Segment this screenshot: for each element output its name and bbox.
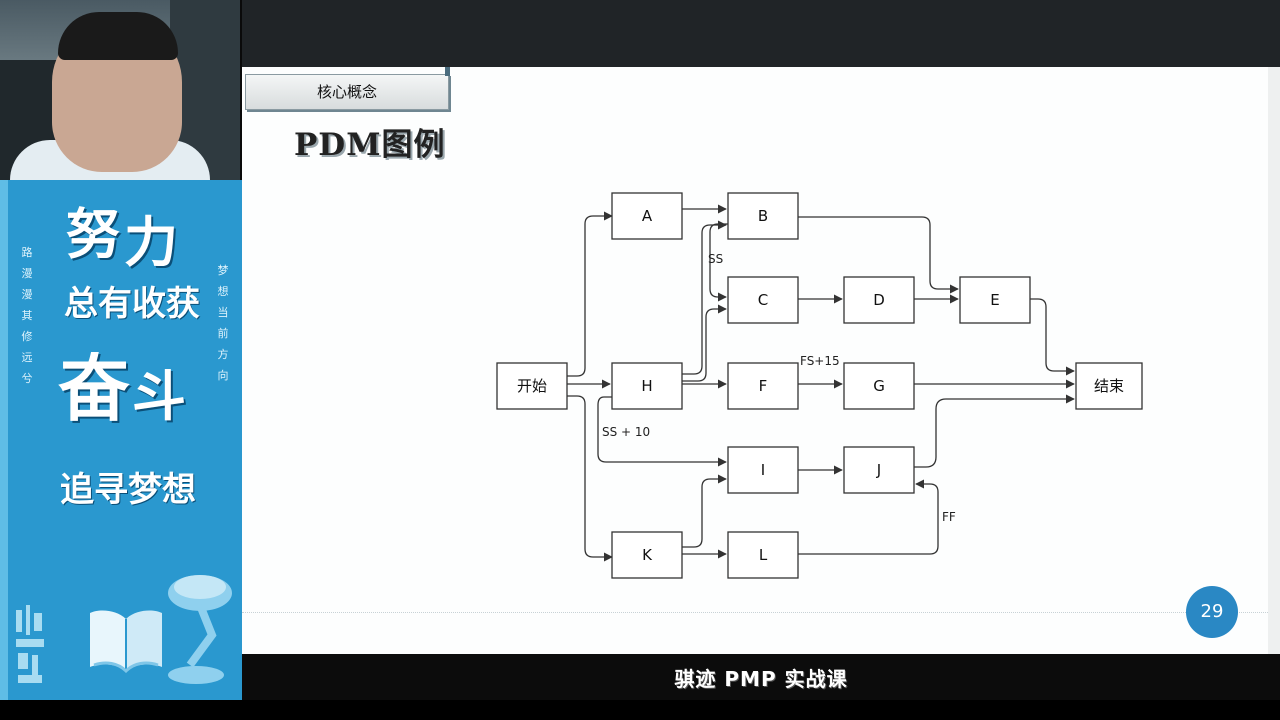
node-h: H bbox=[611, 362, 683, 410]
book-icon bbox=[90, 610, 162, 674]
page-number-badge: 29 bbox=[1186, 586, 1238, 638]
node-c-label: C bbox=[758, 291, 768, 309]
banner-char-3: 奋 bbox=[58, 347, 131, 431]
node-j: J bbox=[843, 446, 915, 494]
slide-title: PDM图例 bbox=[294, 127, 446, 163]
node-b: B bbox=[727, 192, 799, 240]
caption-bar: 骐迹 PMP 实战课 bbox=[242, 654, 1280, 700]
label-ff: FF bbox=[942, 510, 956, 524]
node-g-label: G bbox=[873, 377, 885, 395]
section-tag: 核心概念 bbox=[245, 74, 449, 110]
node-e-label: E bbox=[990, 291, 999, 309]
banner-char-1: 努 bbox=[66, 203, 120, 266]
webcam-video bbox=[0, 0, 240, 180]
slide: 核心概念 PDM图例 bbox=[242, 67, 1280, 654]
node-j-label: J bbox=[876, 461, 881, 479]
node-g: G bbox=[843, 362, 915, 410]
node-l: L bbox=[727, 531, 799, 579]
node-k: K bbox=[611, 531, 683, 579]
pdm-network-diagram: 开始 A B C D E H F bbox=[496, 192, 1143, 579]
label-ss-10: SS + 10 bbox=[602, 425, 650, 439]
promo-banner: 努 力 总有收获 奋 斗 追寻梦想 路漫漫其修远兮 梦想当前方向 bbox=[0, 180, 242, 700]
node-f: F bbox=[727, 362, 799, 410]
banner-vertical-left: 路漫漫其修远兮 bbox=[21, 246, 33, 385]
bottom-strip bbox=[0, 700, 1280, 720]
label-ss: SS bbox=[708, 252, 723, 266]
banner-char-4: 斗 bbox=[132, 365, 186, 428]
node-c: C bbox=[727, 276, 799, 324]
top-bar bbox=[242, 0, 1280, 67]
caption-text: 骐迹 PMP 实战课 bbox=[674, 667, 848, 691]
node-e: E bbox=[959, 276, 1031, 324]
footer-divider bbox=[242, 612, 1268, 613]
node-d: D bbox=[843, 276, 915, 324]
node-b-label: B bbox=[758, 207, 768, 225]
lamp-icon bbox=[168, 575, 232, 684]
label-fs-15: FS+15 bbox=[800, 354, 840, 368]
node-a: A bbox=[611, 192, 683, 240]
barcode-icon bbox=[16, 605, 44, 683]
node-a-label: A bbox=[642, 207, 653, 225]
section-tag-label: 核心概念 bbox=[316, 83, 377, 101]
banner-vertical-right: 梦想当前方向 bbox=[217, 264, 229, 382]
banner-line-2: 总有收获 bbox=[64, 284, 200, 324]
node-k-label: K bbox=[642, 546, 653, 564]
node-end: 结束 bbox=[1075, 362, 1143, 410]
node-i-label: I bbox=[761, 461, 765, 479]
node-f-label: F bbox=[759, 377, 768, 395]
node-end-label: 结束 bbox=[1094, 377, 1124, 395]
left-sidebar: 努 力 总有收获 奋 斗 追寻梦想 路漫漫其修远兮 梦想当前方向 bbox=[0, 0, 242, 700]
tag-pin bbox=[445, 67, 450, 76]
node-start: 开始 bbox=[496, 362, 568, 410]
node-d-label: D bbox=[873, 291, 885, 309]
banner-char-2: 力 bbox=[124, 211, 178, 274]
node-start-label: 开始 bbox=[517, 377, 547, 395]
node-l-label: L bbox=[759, 546, 768, 564]
node-h-label: H bbox=[641, 377, 652, 395]
banner-line-4: 追寻梦想 bbox=[60, 470, 196, 510]
node-i: I bbox=[727, 446, 799, 494]
